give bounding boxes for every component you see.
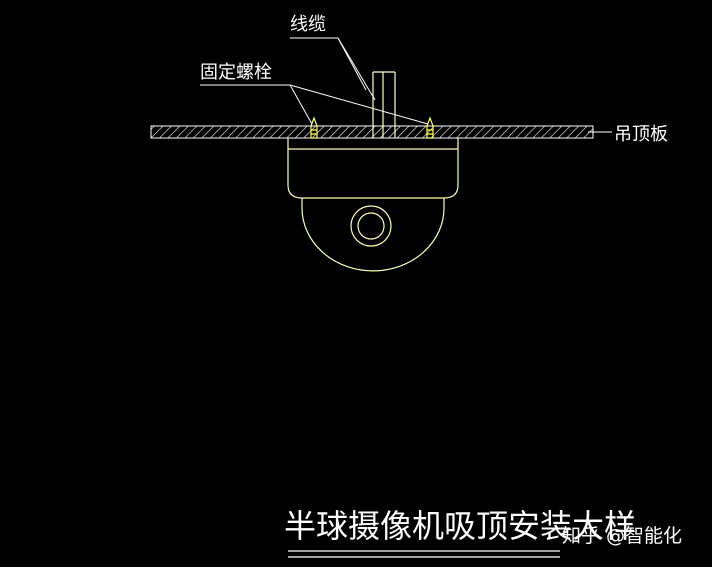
- leader-lines: [200, 37, 612, 133]
- bolt-right: [426, 116, 434, 139]
- watermark-text: 知乎 @智能化: [562, 525, 682, 547]
- cables: [372, 71, 396, 138]
- ceiling-board-hatch: [150, 125, 594, 139]
- bolt-leader-left: [289, 84, 313, 125]
- bolt-label: 固定螺栓: [200, 62, 272, 83]
- bolt-leader-right: [289, 84, 429, 125]
- dome-camera: [287, 138, 459, 272]
- camera-lens-outer: [350, 205, 392, 247]
- drawing-title: 半球摄像机吸顶安装大样: [284, 507, 636, 545]
- ceiling-board: [150, 125, 594, 139]
- title-underline: [288, 550, 560, 558]
- cable-leader-3: [337, 37, 367, 91]
- camera-lens-inner: [357, 212, 385, 240]
- cable-label: 线缆: [290, 14, 326, 35]
- camera-dome: [301, 198, 445, 272]
- cable-leader-2: [337, 37, 376, 101]
- ceiling-label: 吊顶板: [614, 124, 668, 145]
- camera-base-housing: [287, 138, 459, 199]
- fixing-bolts: [310, 116, 434, 139]
- bolt-left: [310, 116, 318, 139]
